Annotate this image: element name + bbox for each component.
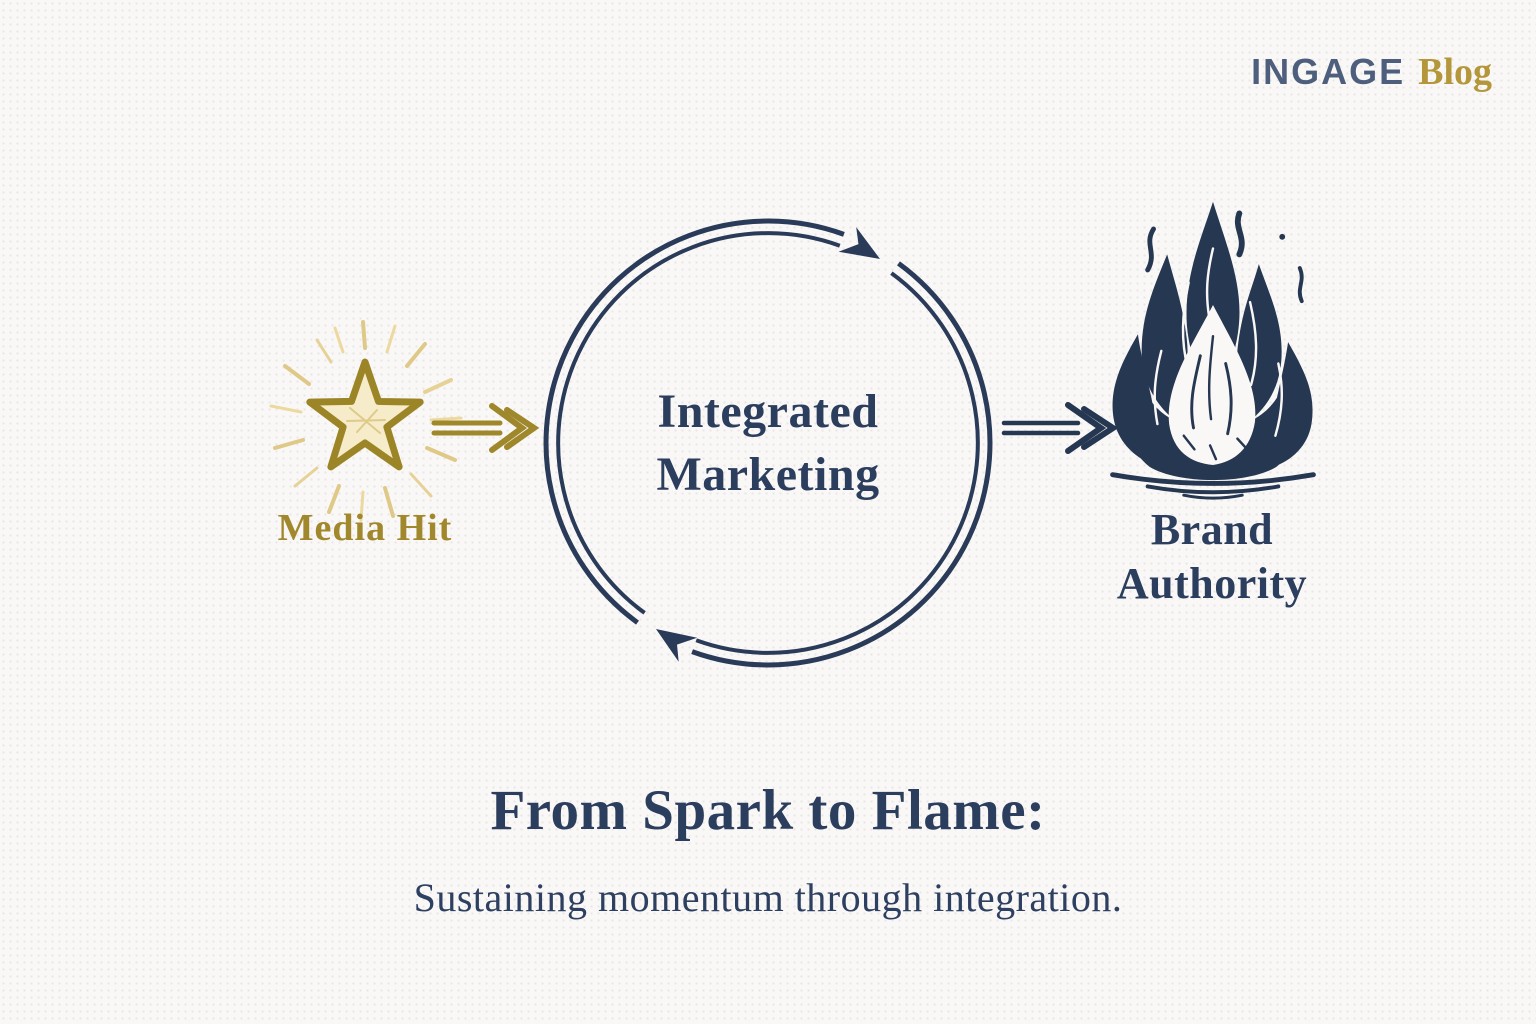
media-to-cycle-arrow-icon xyxy=(431,403,540,453)
caption-subtitle: Sustaining momentum through integration. xyxy=(413,875,1123,920)
star-spark-icon xyxy=(269,320,463,522)
brand-authority-label: Brand Authority xyxy=(1116,505,1308,608)
integrated-marketing-label: Integrated Marketing xyxy=(656,384,880,501)
cycle-label-box: Integrated Marketing xyxy=(540,215,996,671)
cycle-to-brand-arrow-icon xyxy=(1001,402,1119,454)
flame-icon xyxy=(1110,201,1316,500)
logo-suffix-text: Blog xyxy=(1418,51,1492,93)
logo-brand-text: INGAGE xyxy=(1251,51,1406,92)
media-hit-label: Media Hit xyxy=(277,507,453,549)
blog-logo: INGAGE Blog xyxy=(1251,50,1492,94)
caption-title: From Spark to Flame: xyxy=(490,779,1046,842)
cycle-circle-arrows-icon xyxy=(543,218,993,668)
